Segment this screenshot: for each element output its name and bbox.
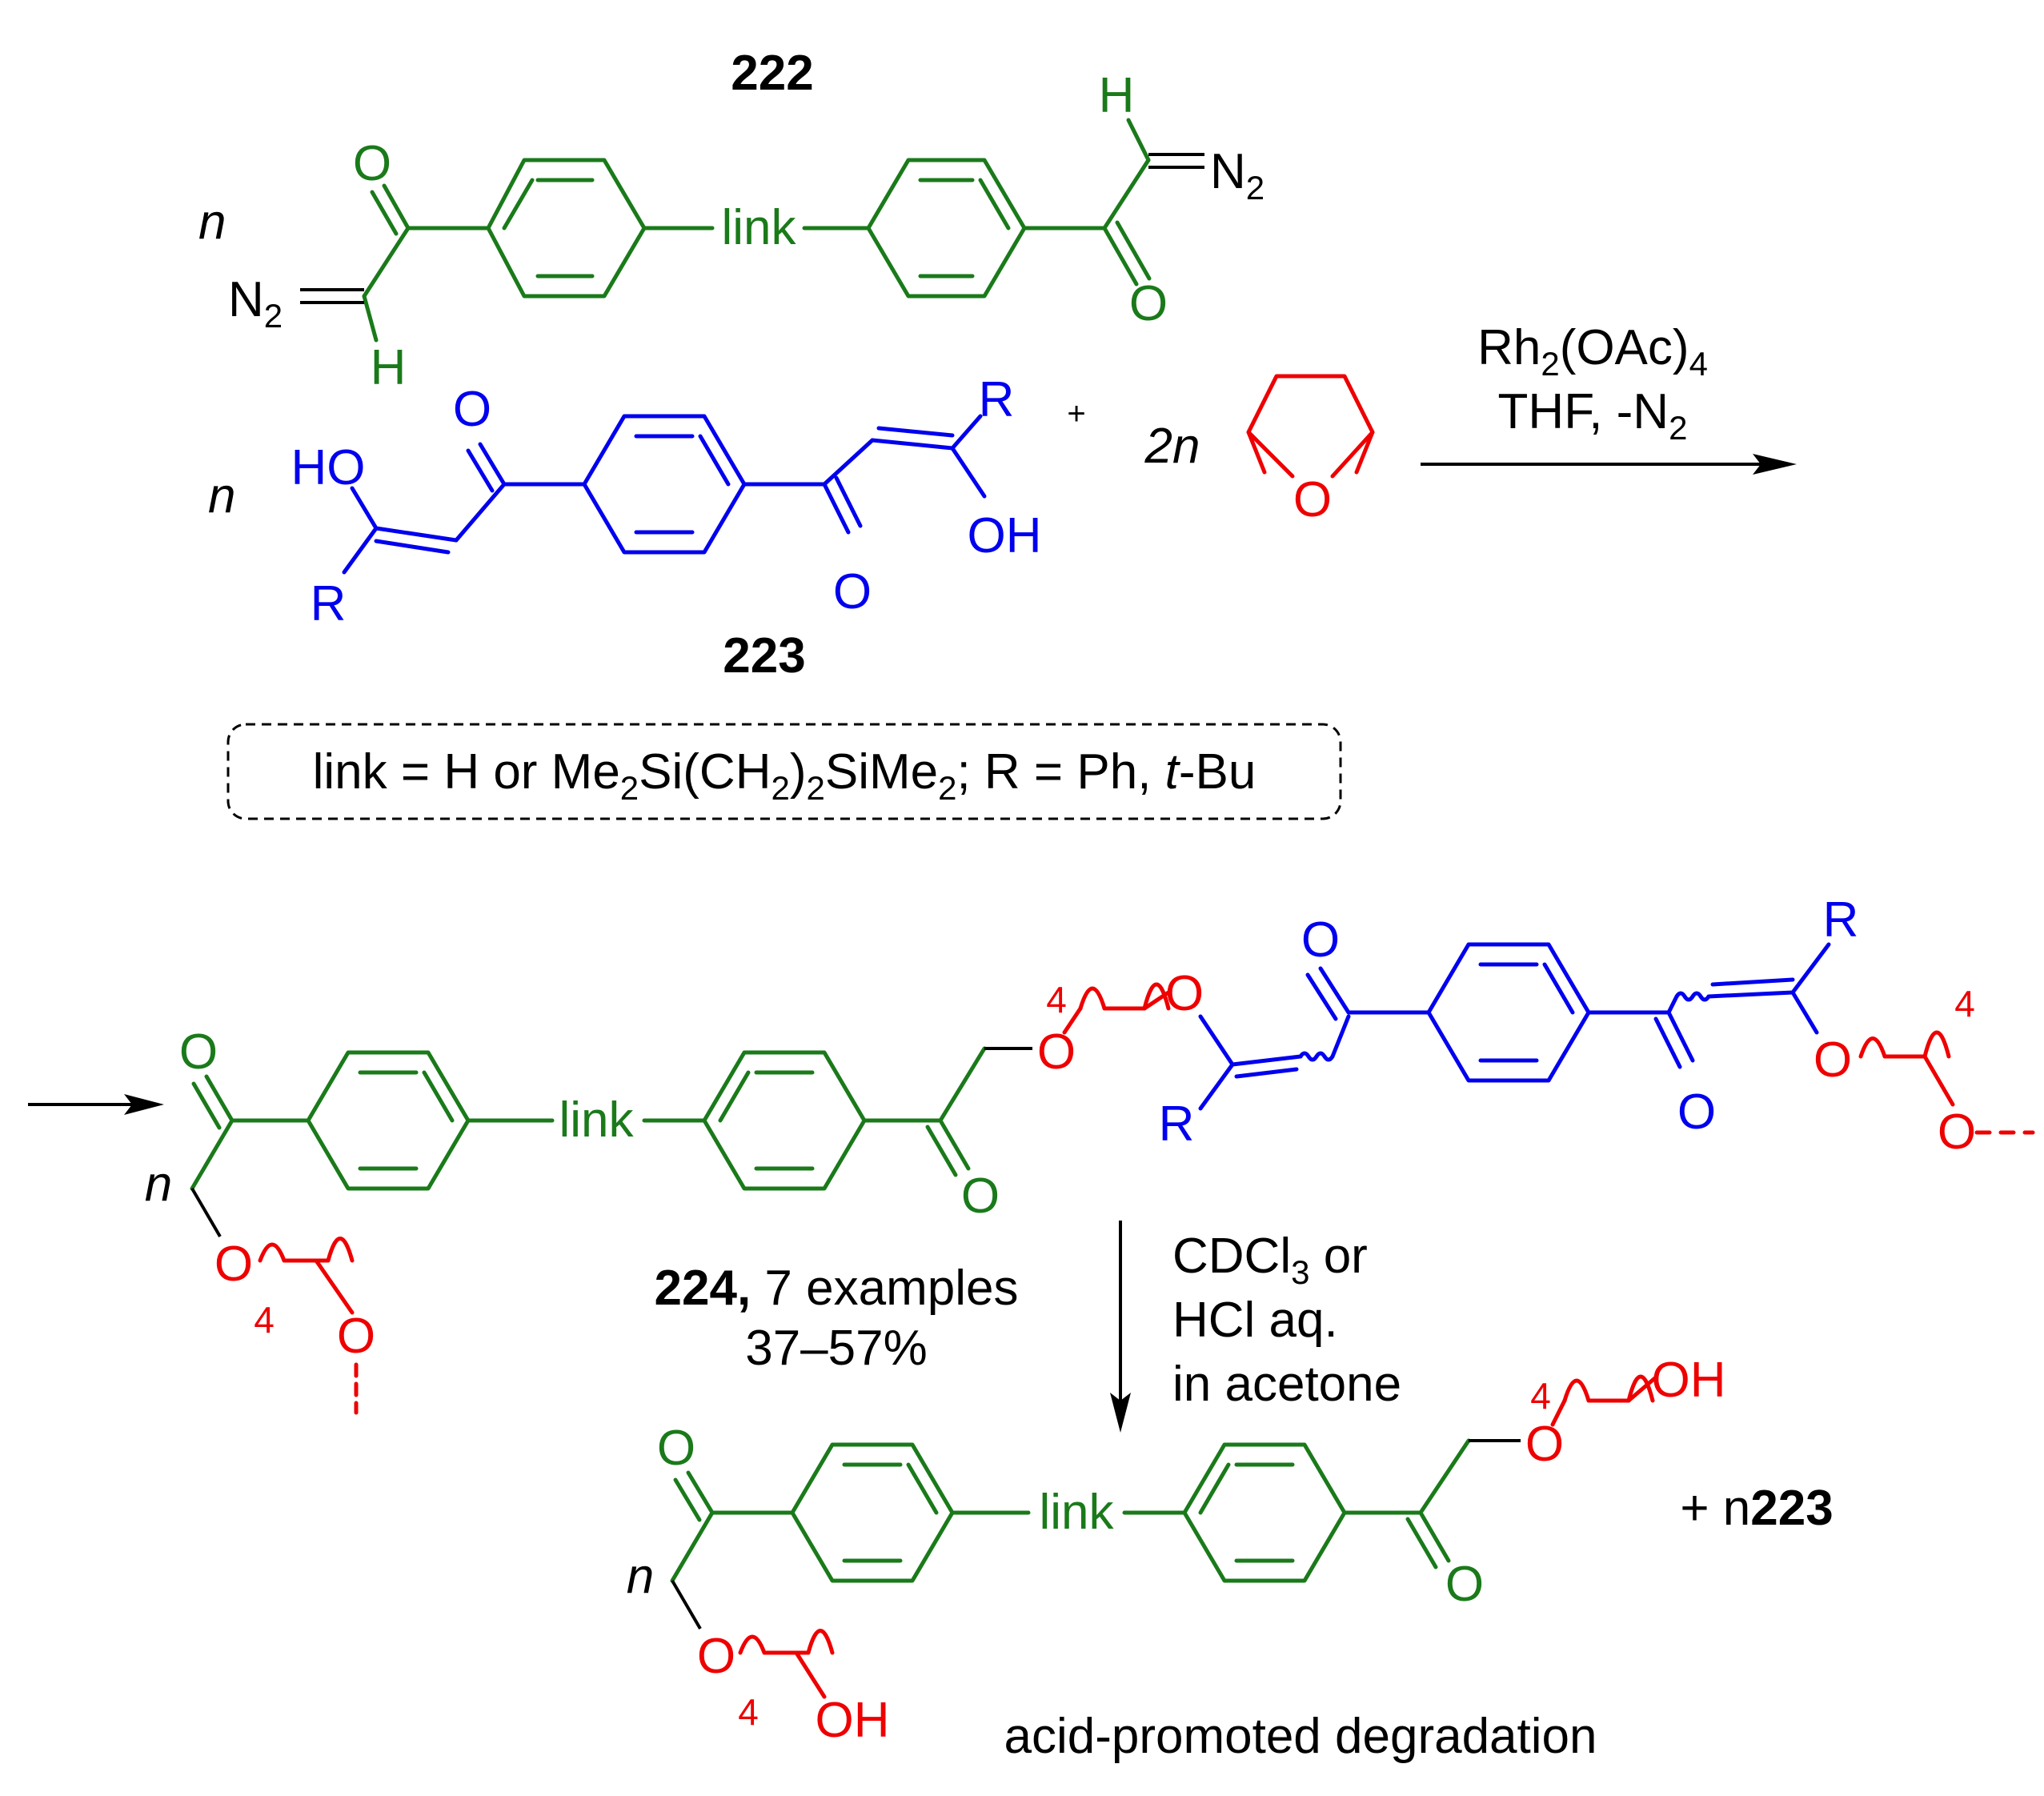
product-224-caption: 224, 7 examples: [655, 1261, 1019, 1316]
ether-o-224-right: O: [1814, 1032, 1852, 1088]
reaction-conditions: Rh2(OAc)4 THF, -N2: [1421, 320, 1797, 475]
definition-text: link = H or Me2Si(CH2)2SiMe2; R = Ph, t-…: [313, 744, 1256, 807]
diazo-n2-right: N2: [1210, 144, 1264, 206]
reaction-arrowhead-top: [1753, 454, 1797, 475]
r-right-224: R: [1823, 892, 1859, 948]
thf-oxygen: O: [1293, 472, 1332, 527]
product-224: O n O 4 O link O O 4 O: [28, 892, 2035, 1415]
continuation-arrowhead: [124, 1094, 164, 1115]
ether-o-deg-right: O: [1525, 1417, 1564, 1472]
enol-oh-right: OH: [968, 508, 1042, 563]
product-224-yield: 37–57%: [745, 1321, 928, 1376]
ether-o-224-left: O: [214, 1237, 253, 1292]
byproduct-223: + n223: [1680, 1481, 1833, 1536]
catalyst-label: Rh2(OAc)4: [1477, 320, 1708, 383]
ether-o-deg-left: O: [697, 1629, 735, 1684]
compound-222-label: 222: [731, 46, 813, 101]
ether-o-224-right-2: O: [1938, 1104, 1976, 1160]
thf-multiplier: 2n: [1144, 419, 1200, 474]
h-right: H: [1099, 68, 1135, 123]
condition-1: CDCl3 or: [1172, 1229, 1368, 1291]
carbonyl-o-deg-right: O: [1445, 1557, 1484, 1612]
carbonyl-o-deg-left: O: [657, 1421, 695, 1476]
condition-2: HCl aq.: [1172, 1293, 1338, 1348]
deg-n: n: [627, 1549, 654, 1604]
solvent-label: THF, -N2: [1498, 384, 1688, 447]
compound-222: 222 n link O H N2 O H N: [198, 46, 1264, 395]
definition-border: [226, 723, 1342, 820]
chain-4-deg-right: 4: [1530, 1375, 1551, 1417]
ether-o-224-left-2: O: [337, 1309, 375, 1364]
compound-223-multiplier: n: [208, 468, 235, 523]
plus-sign: +: [1067, 396, 1085, 431]
enol-ho-left: HO: [291, 440, 366, 495]
carbonyl-o-224-blue-right: O: [1677, 1084, 1716, 1140]
degradation-arrowhead: [1110, 1393, 1131, 1433]
degradation-product: O n O 4 OH link O O 4 OH + n223: [627, 1353, 1834, 1764]
chain-4-left: 4: [254, 1299, 275, 1341]
chain-4-right: 4: [1954, 983, 1975, 1024]
link-label-222: link: [721, 200, 796, 255]
condition-3: in acetone: [1172, 1357, 1401, 1412]
r-left-224: R: [1159, 1096, 1195, 1152]
carbonyl-o-left: O: [353, 136, 391, 191]
degradation-caption: acid-promoted degradation: [1004, 1709, 1597, 1764]
chain-4-deg-left: 4: [738, 1691, 759, 1733]
hydroxyl-deg-left: OH: [816, 1693, 890, 1748]
carbonyl-o-223-right: O: [833, 564, 872, 619]
carbonyl-o-right: O: [1129, 276, 1168, 331]
r-left-223: R: [311, 576, 347, 631]
link-label-deg: link: [1039, 1485, 1114, 1540]
compound-223: n O HO R O OH R 223: [208, 372, 1042, 684]
ether-o-224-mid-2: O: [1165, 966, 1204, 1021]
compound-223-label: 223: [723, 628, 805, 684]
polymer-n-left: n: [145, 1157, 172, 1212]
h-left: H: [371, 340, 407, 395]
thf-ring: [1246, 374, 1375, 475]
hydroxyl-deg-right: OH: [1652, 1353, 1726, 1408]
diazo-n2-left: N2: [228, 272, 283, 335]
link-label-224: link: [559, 1092, 634, 1148]
carbonyl-o-224-right: O: [961, 1169, 1000, 1224]
definition-box: link = H or Me2Si(CH2)2SiMe2; R = Ph, t-…: [226, 723, 1342, 820]
carbonyl-o-224-left: O: [179, 1024, 218, 1080]
thf-reagent: + 2n O: [1067, 374, 1375, 527]
carbonyl-o-224-blue-left: O: [1301, 912, 1340, 968]
degradation-step: CDCl3 or HCl aq. in acetone: [1110, 1221, 1401, 1433]
r-right-223: R: [979, 372, 1015, 427]
chain-4-mid: 4: [1046, 979, 1067, 1020]
ether-o-224-mid: O: [1037, 1024, 1076, 1080]
compound-222-multiplier: n: [198, 194, 226, 250]
carbonyl-o-223-left: O: [453, 382, 491, 437]
